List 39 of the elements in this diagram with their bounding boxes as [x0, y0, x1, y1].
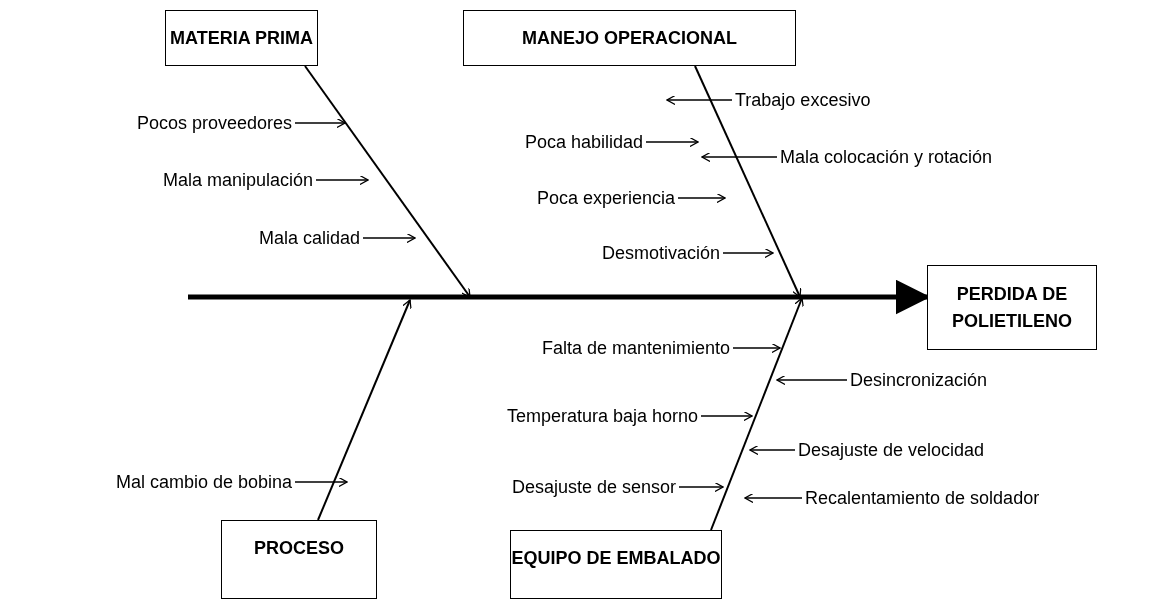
- cause-label: Temperatura baja horno: [506, 406, 698, 426]
- cause-label: Recalentamiento de soldador: [805, 488, 1040, 508]
- cause-label: Falta de mantenimiento: [541, 338, 730, 358]
- arrow: [294, 117, 346, 129]
- bone-arrow: [710, 297, 804, 531]
- category-box: MATERIA PRIMA: [165, 10, 318, 66]
- arrow: [700, 410, 753, 422]
- cause-label: Poca habilidad: [524, 132, 643, 152]
- arrow: [722, 247, 774, 259]
- cause-label: Desincronización: [850, 370, 988, 390]
- arrow: [677, 192, 726, 204]
- category-box: PROCESO: [221, 520, 377, 599]
- cause-label: Mal cambio de bobina: [115, 472, 292, 492]
- arrow: [701, 151, 778, 163]
- cause-label: Trabajo excesivo: [735, 90, 871, 110]
- cause-label: Desajuste de sensor: [511, 477, 676, 497]
- category-box: MANEJO OPERACIONAL: [463, 10, 796, 66]
- arrow: [362, 232, 416, 244]
- cause-label: Pocos proveedores: [136, 113, 292, 133]
- bone-arrow: [304, 65, 471, 298]
- arrow: [744, 492, 803, 504]
- arrow: [749, 444, 796, 456]
- arrow: [645, 136, 699, 148]
- arrow: [678, 481, 724, 493]
- effect-box: PERDIDA DE POLIETILENO: [927, 265, 1097, 350]
- cause-label: Mala colocación y rotación: [780, 147, 993, 167]
- arrow: [294, 476, 348, 488]
- cause-label: Desajuste de velocidad: [798, 440, 985, 460]
- cause-label: Desmotivación: [601, 243, 720, 263]
- bone-arrow: [694, 65, 802, 298]
- cause-label: Mala manipulación: [162, 170, 313, 190]
- bone-arrow: [317, 299, 412, 521]
- cause-label: Mala calidad: [258, 228, 360, 248]
- arrow: [776, 374, 848, 386]
- arrow: [666, 94, 733, 106]
- arrow: [315, 174, 369, 186]
- arrow: [732, 342, 781, 354]
- category-box: EQUIPO DE EMBALADO: [510, 530, 722, 599]
- cause-label: Poca experiencia: [536, 188, 675, 208]
